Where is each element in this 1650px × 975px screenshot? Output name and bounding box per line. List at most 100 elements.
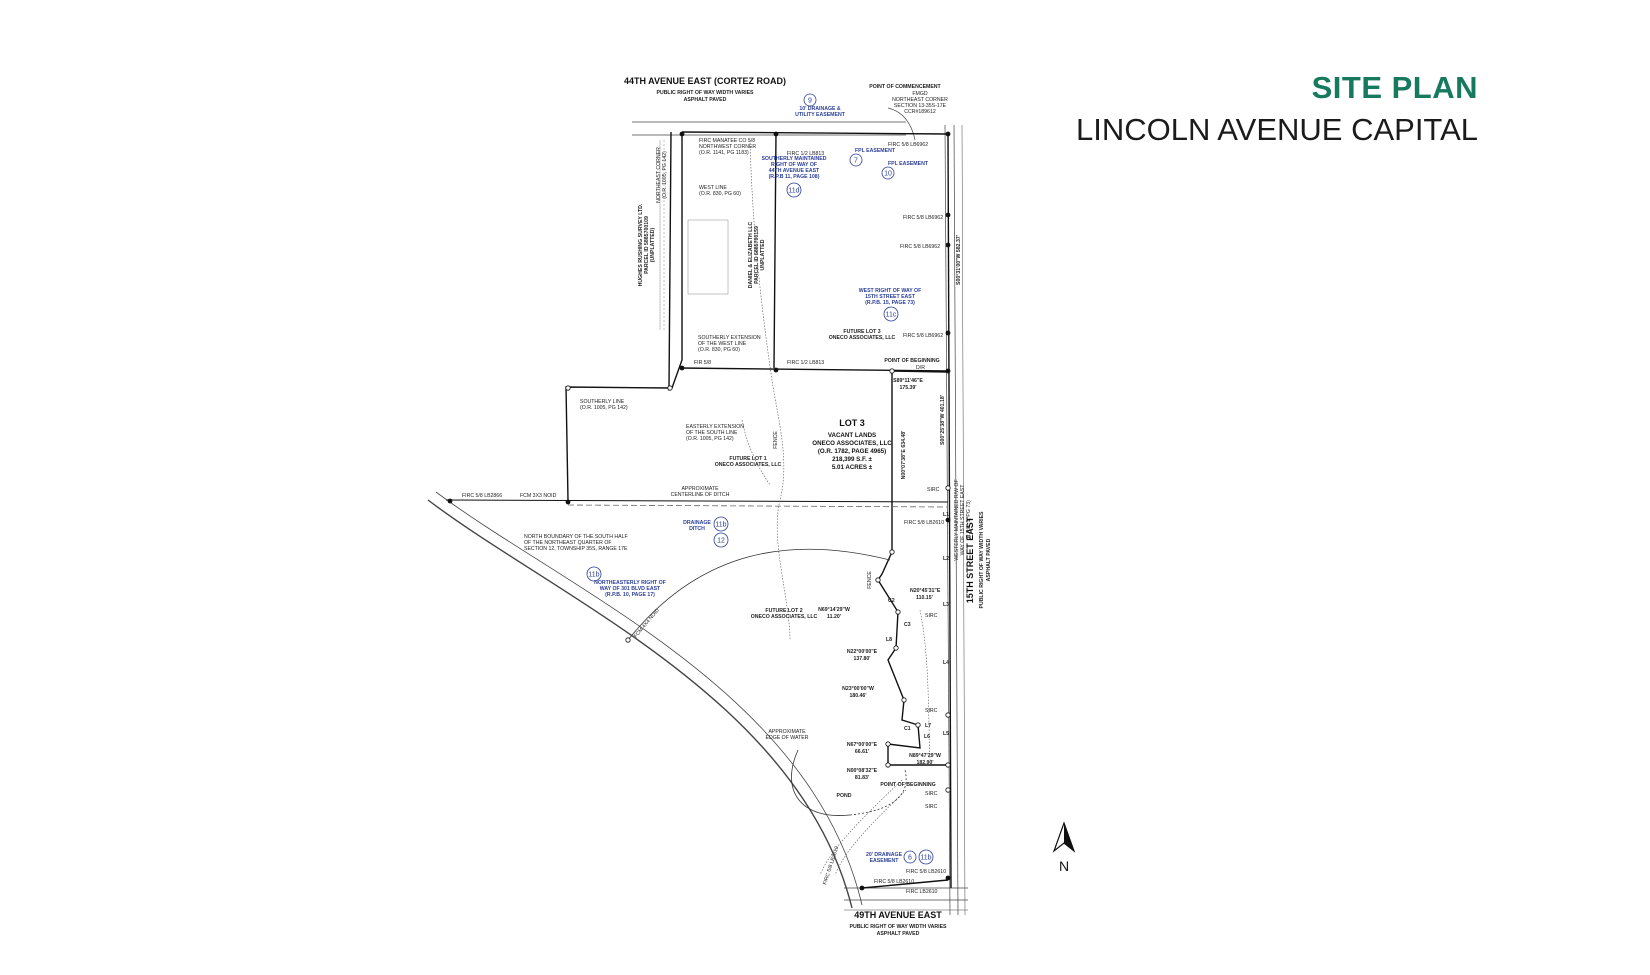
easement-301-line2: WAY OF 301 BLVD EAST xyxy=(600,586,661,592)
easement-num-9: 9 xyxy=(808,98,812,105)
label-firc-manatee-2: NORTHWEST CORNER xyxy=(699,144,756,150)
distance-3: 137.80' xyxy=(853,656,870,662)
easement-west-row-line1: WEST RIGHT OF WAY OF xyxy=(859,288,922,294)
bearing-6: N00°08'32"E xyxy=(847,768,878,774)
label-southerly-line-2: (O.R. 1005, PG 142) xyxy=(580,405,628,411)
label-centerline-2: CENTERLINE OF DITCH xyxy=(671,492,730,498)
distance-5: 66.61' xyxy=(855,749,869,755)
easement-south-line2: EASEMENT xyxy=(870,858,900,864)
label-hughes-1: HUGHES RUSHING SURVEY LTD. xyxy=(638,203,644,286)
road-east-name: 15TH STREET EAST xyxy=(965,516,975,603)
lot3-line5: 5.01 ACRES ± xyxy=(832,464,873,471)
distance-7: 182.90' xyxy=(916,760,933,766)
firc-2: FIRC 5/8 LB6962 xyxy=(903,215,943,221)
label-centerline-1: APPROXIMATE xyxy=(681,486,719,492)
easement-fpl-east: FPL EASEMENT xyxy=(888,161,929,167)
curve-label-L5: L5 xyxy=(943,731,949,737)
easement-ditch-line1: DRAINAGE xyxy=(683,520,711,526)
open-markers xyxy=(565,368,951,793)
label-westerly-row-3: (R.P.B. 1, PG 73) xyxy=(966,500,972,540)
curve-label-L8: L8 xyxy=(886,637,892,643)
road-north-line1: PUBLIC RIGHT OF WAY WIDTH VARIES xyxy=(656,90,754,96)
sirc-16: SIRC xyxy=(925,708,938,714)
curve-label-L3: L3 xyxy=(943,602,949,608)
label-daniel-1: DANIEL & ELIZABETH LLC xyxy=(748,222,754,289)
side-bearing-north: S00°31'00"W 582.37' xyxy=(956,235,962,285)
road-south-line1: PUBLIC RIGHT OF WAY WIDTH VARIES xyxy=(849,924,947,930)
lot3-line2: ONECO ASSOCIATES, LLC xyxy=(812,440,892,447)
easement-west-row-line3: (R.P.B. 15, PAGE 73) xyxy=(865,300,915,306)
side-bearing-west-group: N00°07'38"E 634.48' xyxy=(901,431,907,480)
fence-outlines xyxy=(659,140,729,330)
label-edge-water-1: APPROXIMATE xyxy=(768,729,806,735)
label-westerly-row-1: WESTERLY MAINTAINED R/W OF xyxy=(954,479,960,560)
label-southerly-ext-1: SOUTHERLY EXTENSION xyxy=(698,335,761,341)
label-north-boundary-1: NORTH BOUNDARY OF THE SOUTH HALF xyxy=(524,534,628,540)
road-east-line1: PUBLIC RIGHT OF WAY WIDTH VARIES xyxy=(979,511,985,609)
firc-4: FIRC 5/8 LB6962 xyxy=(903,333,943,339)
easement-num-6: 6 xyxy=(908,855,912,862)
label-southerly-ext-3: (O.R. 830, PG 60) xyxy=(698,347,740,353)
firc-8: FCM 3X3 NOID xyxy=(520,493,557,499)
lot3-title: LOT 3 xyxy=(839,418,865,428)
curve-label-L1: L1 xyxy=(943,512,949,518)
label-fence-b: FENCE xyxy=(867,571,873,589)
curve-label-L2: L2 xyxy=(943,556,949,562)
bearing-0: S89°11'46"E xyxy=(893,378,923,384)
easement-num-11d: 11d xyxy=(788,188,799,195)
label-daniel-3: UNPLATTED xyxy=(760,239,766,270)
distance-1: 110.15' xyxy=(916,595,933,601)
bearing-5: N67°00'00"E xyxy=(847,742,878,748)
label-southerly-line-1: SOUTHERLY LINE xyxy=(580,399,625,405)
firc-9: FIRC 5/8 LB2610 xyxy=(904,520,944,526)
label-daniel-parcel: DANIEL & ELIZABETH LLC PARCEL ID 5885700… xyxy=(748,222,766,289)
poc-line2: FMGD xyxy=(912,91,928,97)
firc-0: FIRC 1/2 LB813 xyxy=(787,151,824,157)
easement-num-12: 12 xyxy=(717,538,725,545)
firc-6: FIRC 1/2 LB813 xyxy=(787,360,824,366)
easement-drainage-line2: UTILITY EASEMENT xyxy=(795,112,846,118)
company-name: LINCOLN AVENUE CAPITAL xyxy=(1076,112,1478,147)
label-ne-corner-2: (O.R. 1005, PG 142) xyxy=(662,151,668,199)
lot3-line4: 218,399 S.F. ± xyxy=(832,456,872,463)
bearing-7: N89°47'29"W xyxy=(909,753,941,759)
parcel-boundaries xyxy=(445,131,952,889)
firc-10: FCM 4X4 NOID xyxy=(633,607,661,639)
easement-southerly-line3: 44TH AVENUE EAST xyxy=(769,168,820,174)
label-easterly-ext-3: (O.R. 1005, PG 142) xyxy=(686,436,734,442)
label-westerly-row: WESTERLY MAINTAINED R/W OF WAY OF 15TH S… xyxy=(954,479,972,560)
label-pond: POND xyxy=(837,793,852,799)
sirc-17: SIRC xyxy=(925,791,938,797)
poc-line3: NORTHEAST CORNER xyxy=(892,97,948,103)
label-hughes-2: PARCEL ID 5885700109 xyxy=(644,216,650,274)
side-bearing-north-group: S00°31'00"W 582.37' xyxy=(956,235,962,285)
label-firc-manatee-1: FIRC MANATEE CO 5/8 xyxy=(699,138,755,144)
future-lot3-line1: FUTURE LOT 3 xyxy=(843,329,880,335)
header: SITE PLAN LINCOLN AVENUE CAPITAL xyxy=(1076,68,1478,150)
side-bearing-east: S00°25'38"W 401.18' xyxy=(940,395,946,445)
label-firc-manatee-3: (O.R. 1141, PG 1183) xyxy=(699,150,749,156)
easement-southerly-line4: (R.P.B 11, PAGE 108) xyxy=(769,174,820,180)
label-west-line-2: (O.R. 830, PG 60) xyxy=(699,191,741,197)
firc-12: FIRC 5/8 LB2610 xyxy=(874,879,914,885)
easement-ditch-line2: DITCH xyxy=(689,526,705,532)
label-westerly-row-2: WAY OF 15TH STREET EAST xyxy=(960,484,966,556)
label-ne-corner-1: NORTHEAST CORNER xyxy=(656,147,662,203)
distance-0: 175.39' xyxy=(899,385,916,391)
poc-line4: SECTION 13-35S-17E xyxy=(894,103,947,109)
side-bearing-west: N00°07'38"E 634.48' xyxy=(901,431,907,480)
label-edge-water-2: EDGE OF WATER xyxy=(766,735,809,741)
label-west-line-1: WEST LINE xyxy=(699,185,727,191)
label-easterly-ext-1: EASTERLY EXTENSION xyxy=(686,424,744,430)
survey-markers xyxy=(447,131,951,891)
label-hughes-3: (UNPLATTED) xyxy=(650,227,656,262)
easement-301-line3: (R.P.B. 10, PAGE 17) xyxy=(605,592,655,598)
road-north-name: 44TH AVENUE EAST (CORTEZ ROAD) xyxy=(624,76,786,86)
bearing-2: N69°14'29"W xyxy=(818,607,850,613)
road-north-line2: ASPHALT PAVED xyxy=(684,97,727,103)
side-bearing-east-group: S00°25'38"W 401.18' xyxy=(940,395,946,445)
pob-north: POINT OF BEGINNING xyxy=(884,358,939,364)
dr-19: D/R xyxy=(916,365,925,371)
label-fence-text-b: FENCE xyxy=(867,571,873,589)
